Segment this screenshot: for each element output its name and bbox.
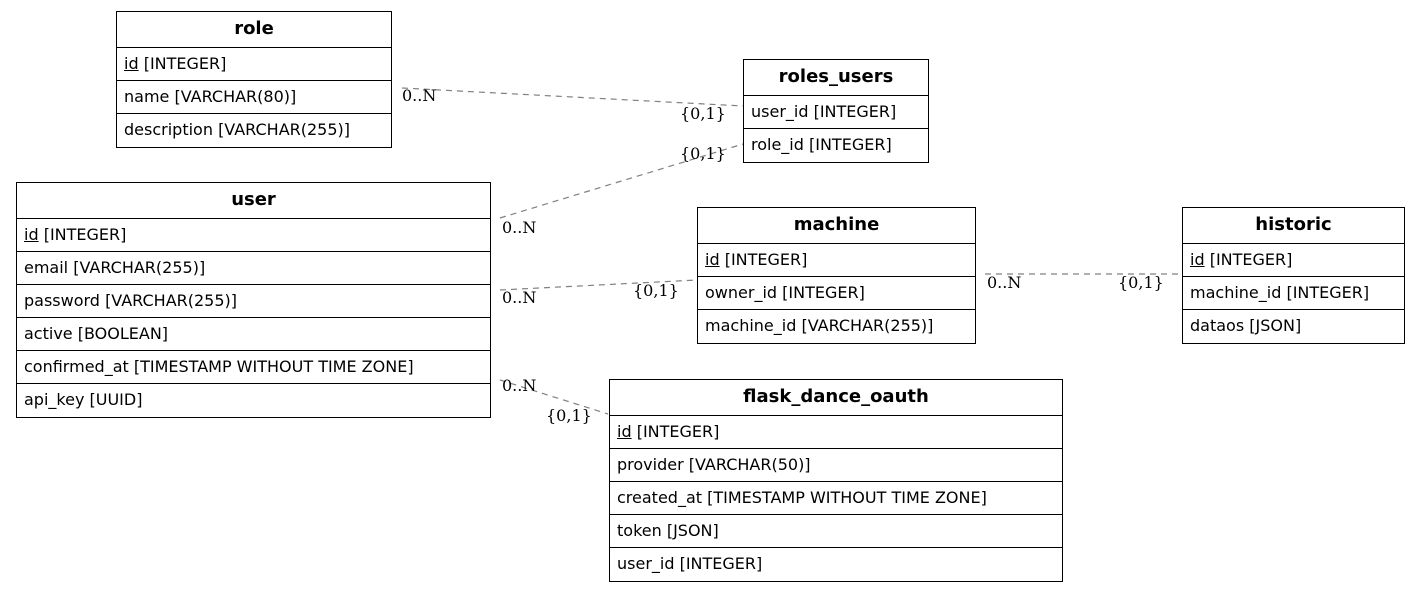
column-row: user_id [INTEGER] [744, 96, 928, 129]
column-type: [INTEGER] [679, 554, 763, 573]
column-name: owner_id [705, 283, 778, 302]
entity-title: flask_dance_oauth [610, 380, 1062, 416]
column-row: description [VARCHAR(255)] [117, 114, 391, 147]
rel-machine-historic-to-card: {0,1} [1118, 273, 1164, 292]
column-name: active [24, 324, 73, 343]
pk-column-name: id [124, 54, 139, 73]
entity-user: user id [INTEGER] email [VARCHAR(255)] p… [16, 182, 491, 418]
entity-role: role id [INTEGER] name [VARCHAR(80)] des… [116, 11, 392, 148]
column-name: provider [617, 455, 684, 474]
column-type: [BOOLEAN] [77, 324, 169, 343]
column-type: [TIMESTAMP WITHOUT TIME ZONE] [133, 357, 414, 376]
entity-title: historic [1183, 208, 1404, 244]
column-row: email [VARCHAR(255)] [17, 252, 490, 285]
column-type: [VARCHAR(255)] [801, 316, 934, 335]
rel-user-roles-users-line [499, 143, 744, 219]
column-type: [INTEGER] [809, 135, 892, 154]
column-name: role_id [751, 135, 804, 154]
pk-column-name: id [24, 225, 39, 244]
column-name: api_key [24, 390, 85, 409]
column-row: name [VARCHAR(80)] [117, 81, 391, 114]
column-type: [INTEGER] [43, 225, 127, 244]
rel-user-roles-users-to-card: {0,1} [680, 144, 726, 163]
column-type: [VARCHAR(50)] [688, 455, 811, 474]
entity-flask-dance-oauth: flask_dance_oauth id [INTEGER] provider … [609, 379, 1063, 582]
rel-user-flask-dance-oauth-line [499, 379, 609, 415]
column-row: provider [VARCHAR(50)] [610, 449, 1062, 482]
pk-column-name: id [1190, 250, 1205, 269]
column-row: id [INTEGER] [1183, 244, 1404, 277]
rel-user-machine-to-card: {0,1} [633, 281, 679, 300]
rel-user-roles-users-from-card: 0..N [502, 218, 537, 237]
column-row: machine_id [INTEGER] [1183, 277, 1404, 310]
column-name: user_id [751, 102, 809, 121]
column-row: password [VARCHAR(255)] [17, 285, 490, 318]
column-name: machine_id [705, 316, 797, 335]
column-row: role_id [INTEGER] [744, 129, 928, 162]
column-type: [VARCHAR(80)] [174, 87, 297, 106]
rel-role-roles-users-line [401, 87, 744, 107]
column-name: description [124, 120, 213, 139]
column-type: [INTEGER] [1209, 250, 1293, 269]
pk-column-name: id [705, 250, 720, 269]
column-row: confirmed_at [TIMESTAMP WITHOUT TIME ZON… [17, 351, 490, 384]
column-type: [VARCHAR(255)] [73, 258, 206, 277]
column-name: email [24, 258, 69, 277]
rel-user-flask-dance-oauth-from-card: 0..N [502, 376, 537, 395]
rel-role-roles-users-to-card: {0,1} [680, 104, 726, 123]
column-row: token [JSON] [610, 515, 1062, 548]
column-row: id [INTEGER] [117, 48, 391, 81]
column-type: [VARCHAR(255)] [105, 291, 238, 310]
column-row: machine_id [VARCHAR(255)] [698, 310, 975, 343]
rel-role-roles-users-from-card: 0..N [402, 86, 437, 105]
column-row: id [INTEGER] [610, 416, 1062, 449]
column-type: [INTEGER] [1286, 283, 1370, 302]
column-name: name [124, 87, 170, 106]
column-type: [INTEGER] [813, 102, 897, 121]
column-type: [UUID] [89, 390, 143, 409]
column-type: [INTEGER] [782, 283, 865, 302]
column-row: api_key [UUID] [17, 384, 490, 417]
entity-machine: machine id [INTEGER] owner_id [INTEGER] … [697, 207, 976, 344]
column-row: active [BOOLEAN] [17, 318, 490, 351]
column-name: created_at [617, 488, 703, 507]
column-name: machine_id [1190, 283, 1282, 302]
entity-title: user [17, 183, 490, 219]
entity-title: roles_users [744, 60, 928, 96]
entity-title: machine [698, 208, 975, 244]
pk-column-name: id [617, 422, 632, 441]
column-row: user_id [INTEGER] [610, 548, 1062, 581]
column-row: dataos [JSON] [1183, 310, 1404, 343]
column-type: [JSON] [1249, 316, 1302, 335]
column-name: user_id [617, 554, 675, 573]
entity-roles-users: roles_users user_id [INTEGER] role_id [I… [743, 59, 929, 163]
column-type: [INTEGER] [636, 422, 720, 441]
column-row: created_at [TIMESTAMP WITHOUT TIME ZONE] [610, 482, 1062, 515]
rel-machine-historic-from-card: 0..N [987, 273, 1022, 292]
column-name: password [24, 291, 100, 310]
rel-user-machine-from-card: 0..N [502, 288, 537, 307]
rel-user-flask-dance-oauth-to-card: {0,1} [546, 406, 592, 425]
column-row: owner_id [INTEGER] [698, 277, 975, 310]
column-type: [VARCHAR(255)] [218, 120, 351, 139]
column-type: [INTEGER] [143, 54, 227, 73]
entity-title: role [117, 12, 391, 48]
column-name: token [617, 521, 662, 540]
column-type: [INTEGER] [724, 250, 808, 269]
entity-historic: historic id [INTEGER] machine_id [INTEGE… [1182, 207, 1405, 344]
column-row: id [INTEGER] [698, 244, 975, 277]
column-row: id [INTEGER] [17, 219, 490, 252]
column-name: confirmed_at [24, 357, 129, 376]
column-type: [JSON] [666, 521, 719, 540]
column-name: dataos [1190, 316, 1245, 335]
column-type: [TIMESTAMP WITHOUT TIME ZONE] [707, 488, 987, 507]
